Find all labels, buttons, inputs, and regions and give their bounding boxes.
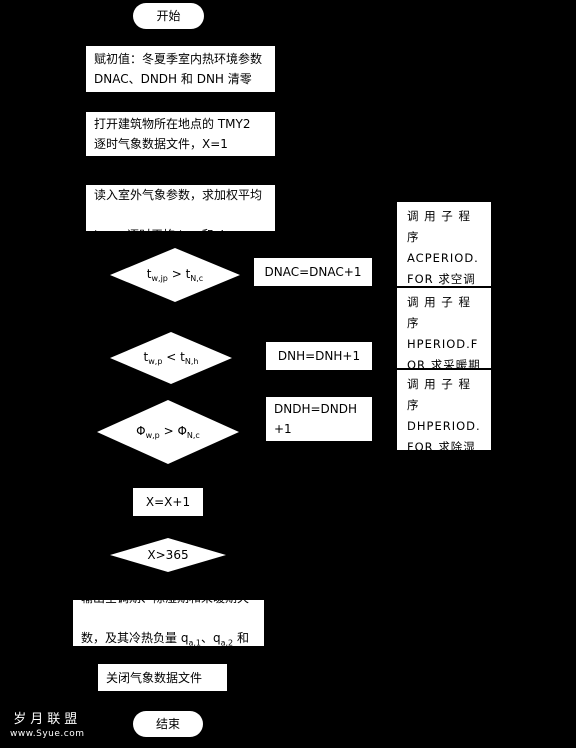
close-file-label: 关闭气象数据文件 bbox=[106, 670, 203, 685]
decision-cooling-label: tw,jp > tN,c bbox=[146, 266, 204, 284]
decision-heating-shape bbox=[110, 332, 232, 384]
decision-dehumid: Φw,p > ΦN,c bbox=[97, 400, 239, 464]
decision-cooling: tw,jp > tN,c bbox=[110, 248, 240, 302]
action-dndh-label: DNDH=DNDH +1 bbox=[274, 402, 358, 436]
subroutine-ac-box: 调 用 子 程 序 ACPERIOD. FOR 求空调 期新风耗冷量 bbox=[397, 202, 491, 328]
increment-label: X=X+1 bbox=[145, 495, 191, 509]
start-label: 开始 bbox=[156, 9, 181, 23]
decision-end-of-year-label: X>365 bbox=[147, 548, 189, 562]
output-box: 输出空调期、除湿期和采暖期天 数，及其冷热负量 qa,1、qa,2 和 qh bbox=[73, 591, 264, 672]
action-dnh-label: DNH=DNH+1 bbox=[277, 349, 361, 363]
subroutine-dh-label: 调 用 子 程 序 DHPERIOD. FOR 求除湿 期新风耗冷量 bbox=[407, 377, 481, 496]
action-dnac-label: DNAC=DNAC+1 bbox=[264, 265, 362, 279]
open-file-box: 打开建筑物所在地点的 TMY2 逐时气象数据文件，X=1 bbox=[86, 112, 275, 156]
decision-heating-label: tw,p < tN,h bbox=[143, 349, 199, 367]
decision-dehumid-label: Φw,p > ΦN,c bbox=[136, 423, 200, 441]
init-label: 赋初值：冬夏季室内热环境参数 DNAC、DNDH 和 DNH 清零 bbox=[94, 52, 263, 86]
decision-end-of-year-shape bbox=[110, 538, 226, 572]
end-label: 结束 bbox=[155, 717, 180, 731]
watermark: 岁月联盟 www.Syue.com bbox=[10, 712, 84, 740]
end-node: 结束 bbox=[133, 711, 203, 737]
decision-heating: tw,p < tN,h bbox=[110, 332, 232, 384]
output-label: 输出空调期、除湿期和采暖期天 数，及其冷热负量 qa,1、qa,2 和 qh bbox=[81, 590, 250, 673]
open-file-label: 打开建筑物所在地点的 TMY2 逐时气象数据文件，X=1 bbox=[94, 117, 251, 151]
decision-cooling-shape bbox=[110, 248, 240, 302]
subroutine-heat-box: 调 用 子 程 序 HPERIOD.F OR 求采暖期 新风耗热量 bbox=[397, 288, 491, 393]
action-dnh-box: DNH=DNH+1 bbox=[266, 342, 372, 370]
increment-box: X=X+1 bbox=[133, 488, 203, 516]
decision-end-of-year: X>365 bbox=[110, 538, 226, 572]
read-weather-box: 读入室外气象参数，求加权平均 tw,jp、逐时平均 tw,p 和 Φw,p bbox=[86, 185, 275, 245]
init-box: 赋初值：冬夏季室内热环境参数 DNAC、DNDH 和 DNH 清零 bbox=[86, 46, 275, 92]
read-weather-label: 读入室外气象参数，求加权平均 tw,jp、逐时平均 tw,p 和 Φw,p bbox=[94, 188, 263, 245]
start-node: 开始 bbox=[133, 3, 204, 29]
decision-dehumid-shape bbox=[97, 400, 239, 464]
subroutine-dh-box: 调 用 子 程 序 DHPERIOD. FOR 求除湿 期新风耗冷量 bbox=[397, 370, 491, 496]
watermark-url: www.Syue.com bbox=[10, 729, 85, 739]
action-dndh-box: DNDH=DNDH +1 bbox=[266, 397, 372, 441]
close-file-box: 关闭气象数据文件 bbox=[98, 664, 227, 691]
watermark-cn: 岁月联盟 bbox=[13, 712, 82, 727]
action-dnac-box: DNAC=DNAC+1 bbox=[254, 258, 372, 286]
